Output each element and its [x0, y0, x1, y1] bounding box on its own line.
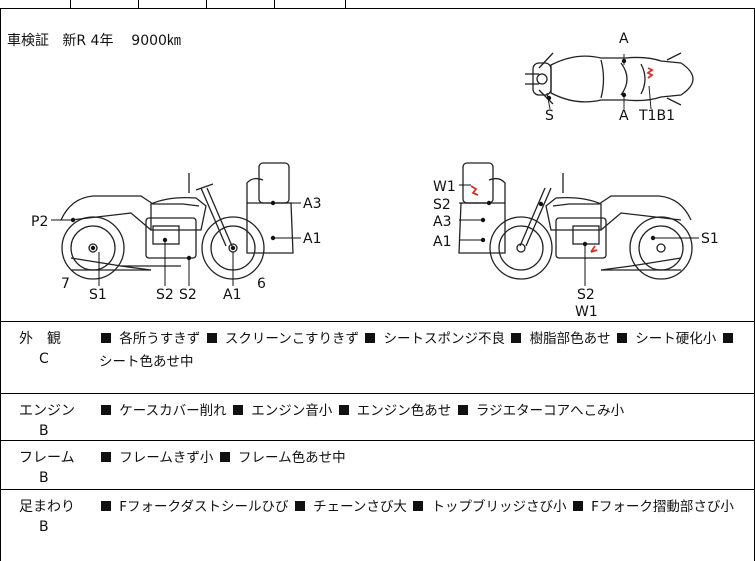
right-side-motorcycle	[458, 162, 693, 280]
bullet-square-icon	[338, 405, 349, 415]
bullet-square-icon	[457, 405, 468, 415]
bullet-square-icon	[101, 405, 111, 415]
label-s1-left: S1	[89, 287, 107, 303]
condition-item: シートスポンジ不良	[379, 331, 510, 347]
row-items: 各所うすきず スクリーンこすりきず シートスポンジ不良 樹脂部色あせ シート硬化…	[99, 328, 747, 374]
label-s1-right: S1	[701, 231, 719, 247]
damage-diagram-panel: 車検証 新R 4年 9000㎞	[0, 8, 755, 322]
right-leader-lines	[459, 184, 699, 286]
strip-divider	[138, 0, 139, 8]
row-label: エンジン	[19, 403, 75, 419]
condition-item: トップブリッジさび小	[427, 499, 571, 515]
bullet-square-icon	[511, 333, 522, 343]
row-items: ケースカバー削れ エンジン音小 エンジン色あせ ラジエターコアへこみ小	[99, 400, 747, 423]
bullet-square-icon	[572, 501, 583, 511]
condition-item: 樹脂部色あせ	[525, 331, 615, 347]
strip-divider	[345, 0, 346, 8]
row-items: フレームきず小 フレーム色あせ中	[99, 447, 747, 470]
condition-item: シート色あせ中	[99, 354, 194, 370]
motorcycle-diagrams: A S A T1B1	[31, 31, 719, 320]
label-s2-bottom-right: S2	[577, 287, 595, 303]
row-grade: C	[39, 351, 49, 367]
condition-item: シート硬化小	[630, 331, 721, 347]
label-a3-right: A3	[433, 214, 451, 230]
condition-row-exterior: 外 観 C 各所うすきず スクリーンこすりきず シートスポンジ不良 樹脂部色あせ…	[0, 322, 755, 394]
damage-mark	[590, 245, 598, 253]
label-a-top: A	[619, 31, 629, 47]
condition-item: ケースカバー削れ	[115, 403, 231, 419]
condition-row-frame: フレーム B フレームきず小 フレーム色あせ中	[0, 441, 755, 490]
condition-item: フレーム色あせ中	[233, 450, 346, 466]
strip-divider	[274, 0, 275, 8]
label-p2: P2	[31, 214, 48, 230]
marker-dot	[230, 245, 236, 251]
inspection-type: 新R	[62, 33, 87, 49]
condition-item: エンジン音小	[246, 403, 337, 419]
label-seven: 7	[61, 276, 70, 292]
marker-dot	[546, 95, 552, 101]
strip-divider	[70, 0, 71, 8]
damage-mark	[646, 67, 654, 79]
inspection-label: 車検証	[7, 33, 49, 49]
row-label: 外 観	[19, 331, 61, 347]
bullet-square-icon	[219, 452, 230, 462]
label-a1-bottom-left: A1	[223, 287, 241, 303]
strip-divider	[206, 0, 207, 8]
row-label: フレーム	[19, 450, 75, 466]
condition-item: Fフォーク摺動部さび小	[586, 499, 734, 515]
row-grade: B	[39, 423, 49, 439]
label-s2-left-b: S2	[179, 287, 197, 303]
label-a3-left: A3	[303, 196, 321, 212]
row-items: Fフォークダストシールひび チェーンさび大 トップブリッジさび小 Fフォーク摺動…	[99, 496, 747, 519]
marker-dot	[90, 245, 96, 251]
bullet-square-icon	[616, 333, 627, 343]
row-grade: B	[39, 519, 49, 535]
label-a1-left: A1	[303, 231, 321, 247]
top-view-motorcycle	[525, 52, 694, 110]
damage-mark	[470, 185, 479, 196]
inspection-years: 4年	[90, 33, 114, 49]
bullet-square-icon	[101, 333, 111, 343]
label-s-top: S	[545, 108, 554, 124]
bullet-square-icon	[413, 501, 424, 511]
left-side-motorcycle	[60, 162, 294, 280]
bullet-square-icon	[294, 501, 305, 511]
row-grade: B	[39, 470, 49, 486]
bullet-square-icon	[232, 405, 243, 415]
marker-dot	[621, 92, 627, 98]
condition-item: 各所うすきず	[115, 331, 205, 347]
inspection-info: 車検証 新R 4年 9000㎞	[7, 30, 181, 50]
row-label: 足まわり	[19, 499, 75, 515]
condition-item: スクリーンこすりきず	[220, 331, 364, 347]
label-t1b1: T1B1	[638, 108, 675, 124]
marker-dot	[621, 58, 627, 64]
bullet-square-icon	[206, 333, 217, 343]
label-six: 6	[257, 276, 266, 292]
condition-row-engine: エンジン B ケースカバー削れ エンジン音小 エンジン色あせ ラジエターコアへこ…	[0, 394, 755, 441]
condition-item: ラジエターコアへこみ小	[471, 403, 625, 419]
label-s2-left-a: S2	[156, 287, 174, 303]
condition-item: Fフォークダストシールひび	[115, 499, 293, 515]
bullet-square-icon	[101, 452, 111, 462]
marker-dot	[538, 201, 544, 207]
odometer-distance: 9000㎞	[131, 33, 181, 49]
label-a-bottom-top: A	[619, 108, 629, 124]
condition-item: フレームきず小	[115, 450, 218, 466]
left-leader-lines	[51, 202, 301, 286]
condition-item: エンジン色あせ	[352, 403, 456, 419]
bullet-square-icon	[365, 333, 376, 343]
bullet-square-icon	[722, 333, 733, 343]
label-w1-bottom-right: W1	[575, 304, 598, 320]
label-s2-right: S2	[433, 197, 451, 213]
bullet-square-icon	[101, 501, 111, 511]
condition-row-suspension: 足まわり B Fフォークダストシールひび チェーンさび大 トップブリッジさび小 …	[0, 490, 755, 561]
label-w1-right: W1	[433, 179, 456, 195]
condition-item: チェーンさび大	[308, 499, 412, 515]
label-a1-right: A1	[433, 234, 451, 250]
top-table-strip	[0, 0, 755, 9]
